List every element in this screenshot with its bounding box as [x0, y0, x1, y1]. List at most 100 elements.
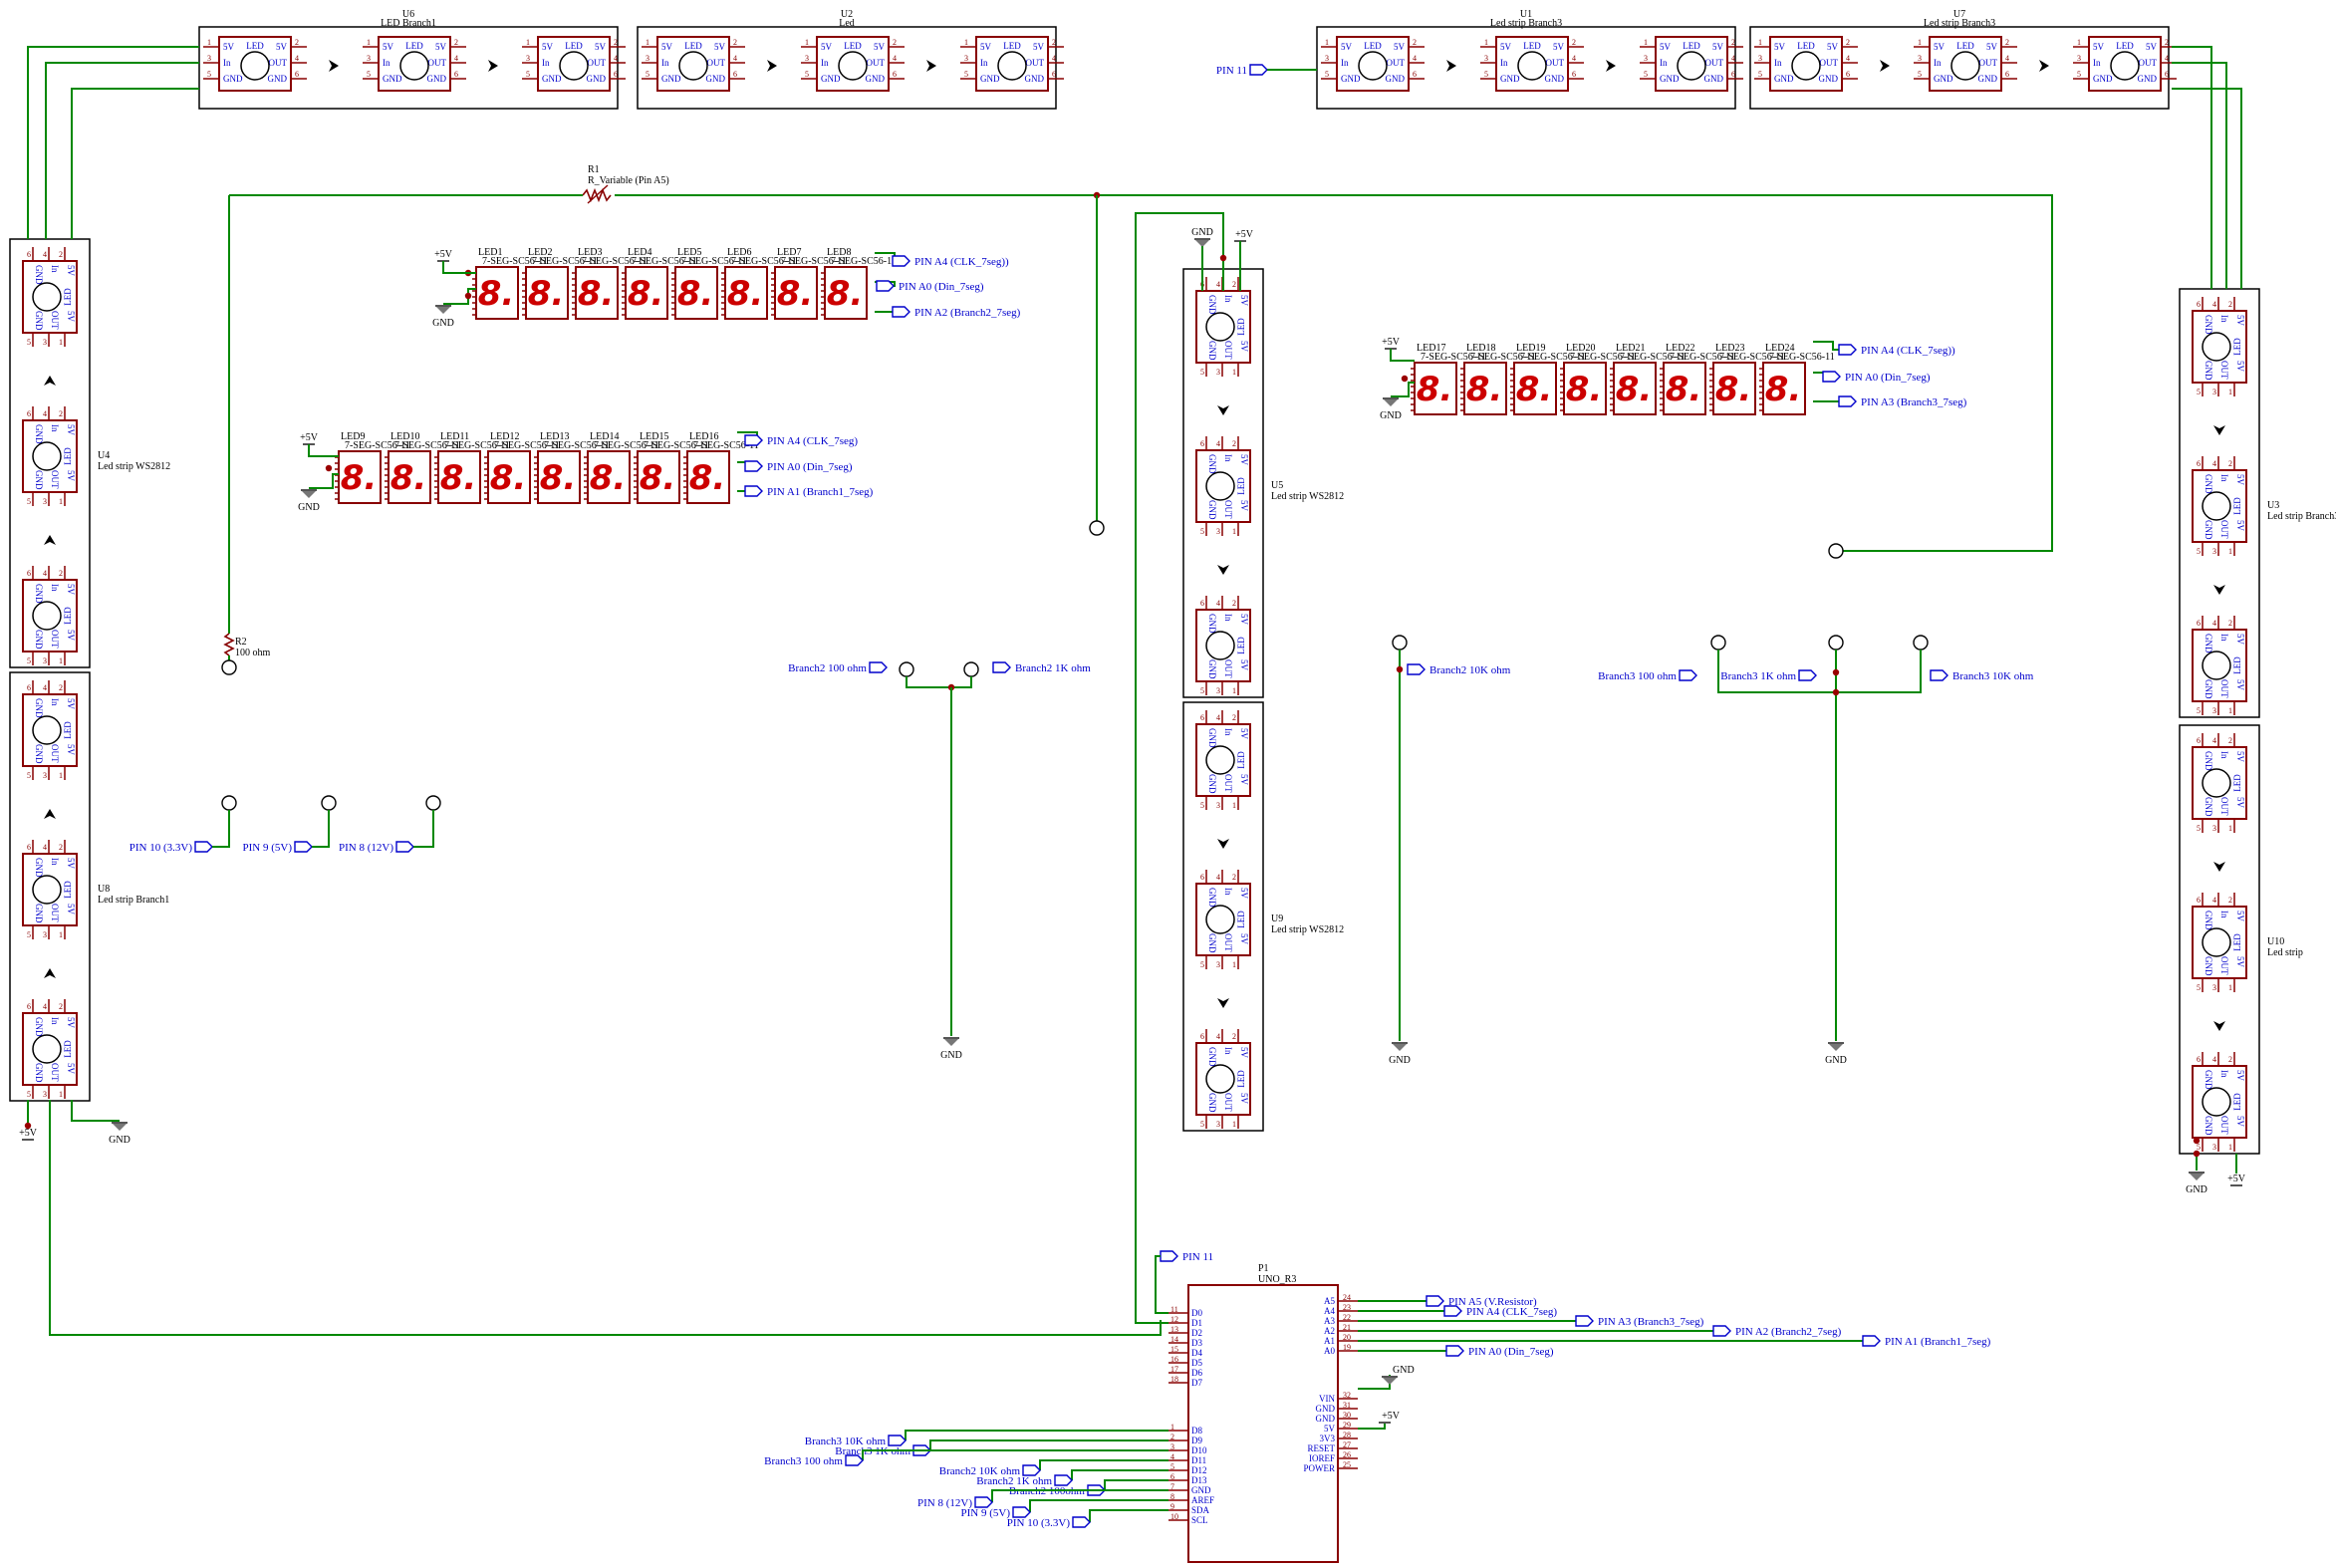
wire [991, 1489, 1168, 1502]
pin-number: 5 [1200, 527, 1204, 536]
pin-name-bottom: GND [34, 744, 44, 764]
net-flag-icon [876, 280, 895, 292]
pin-number: 3 [2212, 1143, 2216, 1152]
variable-arrow-icon [587, 184, 609, 204]
terminal-pad[interactable] [1913, 635, 1929, 651]
strip-value-u9: Led strip WS2812 [1271, 924, 1344, 935]
seven-seg-body [824, 266, 868, 320]
wire [308, 444, 339, 457]
pin-name-bottom: OUT [50, 630, 60, 649]
terminal-pad[interactable] [425, 795, 441, 811]
ground-label: GND [1380, 410, 1402, 421]
net-pin11-text: PIN 11 [1216, 65, 1247, 77]
net-flag-icon [395, 841, 414, 853]
terminal-pad[interactable] [321, 795, 337, 811]
wire [1029, 1499, 1168, 1512]
net-pin11-arduino-text: PIN 11 [1182, 1251, 1213, 1263]
pin-number: 2 [59, 250, 63, 259]
arduino-value: UNO_R3 [1258, 1274, 1296, 1285]
pin-number: 6 [1413, 70, 1417, 79]
pin-name-bottom: OUT [2219, 956, 2229, 975]
pin-name-top: 5V [1239, 728, 1249, 740]
pin-number: 5 [964, 70, 968, 79]
wire [2172, 46, 2212, 289]
seg-label-text: PIN A4 (CLK_7seg)) [914, 256, 1009, 268]
pin-name-bottom: GND [2204, 956, 2213, 976]
net-flag-icon [1838, 395, 1857, 407]
seven-seg-body [587, 450, 631, 504]
terminal-pad[interactable] [1089, 520, 1105, 536]
net-flag-icon [294, 841, 313, 853]
led-lens-icon [997, 51, 1027, 81]
pin-name-left: GND [661, 74, 681, 84]
seg-label: PIN A1 (Branch1_7seg) [744, 485, 874, 498]
ground-symbol: GND [109, 1122, 130, 1146]
terminal-pad[interactable] [1828, 543, 1844, 559]
pin-name-top: GND [2204, 474, 2213, 494]
pin-number: 3 [2212, 388, 2216, 396]
junction-dot [2193, 1137, 2201, 1145]
wire [442, 261, 476, 274]
pin-name-right: OUT [1387, 58, 1406, 68]
ground-icon [302, 491, 316, 498]
wire [1089, 1509, 1168, 1522]
terminal-pad[interactable] [1392, 635, 1408, 651]
terminal-pad[interactable] [963, 661, 979, 677]
pin-name-top: 5V [1239, 295, 1249, 307]
pin-number: 3 [1216, 686, 1220, 695]
chain-arrow-icon [926, 60, 936, 72]
pin-number: 6 [2197, 300, 2201, 309]
net-flag-icon [1862, 1335, 1881, 1347]
pin-name-left: GND [383, 74, 402, 84]
pin-name-top: GND [34, 424, 44, 444]
pin-number: 1 [1232, 960, 1236, 969]
pin-name-left: 5V [980, 42, 992, 52]
seven-seg-body [1613, 362, 1657, 415]
pin-name-top: 5V [66, 698, 76, 710]
pin-name-top: GND [1207, 295, 1217, 315]
pin-number: 1 [59, 497, 63, 506]
arduino-label-left: Branch2 10K ohm [939, 1464, 1041, 1477]
pin-number: 1 [805, 38, 809, 47]
pin-number: 4 [1216, 599, 1220, 608]
pin-name-top: 5V [1239, 888, 1249, 900]
pin-name-bottom: 5V [1239, 659, 1249, 671]
net-b2-1k: Branch2 1K ohm [992, 661, 1091, 674]
pin-name-right: GND [1978, 74, 1998, 84]
net-b2-10k: Branch2 10K ohm [1407, 663, 1511, 676]
pin-name-bottom: 5V [1239, 341, 1249, 353]
pin-number: 5 [2197, 1143, 2201, 1152]
seg-label: PIN A0 (Din_7seg) [876, 280, 984, 293]
pin-number: 3 [43, 930, 47, 939]
seven-seg-digit: 8. [390, 458, 427, 498]
pin-number: 4 [2212, 1055, 2216, 1064]
pin-name-right: 5V [1033, 42, 1045, 52]
arduino-body [1187, 1284, 1339, 1563]
net-flag-icon [1012, 1506, 1031, 1518]
arduino-pin-name: D0 [1191, 1308, 1202, 1318]
seven-seg-body [575, 266, 619, 320]
terminal-pad[interactable] [899, 661, 914, 677]
vcc-symbol: +5V [1382, 337, 1401, 350]
led-chip-label: LED [63, 1040, 73, 1058]
terminal-pad[interactable] [1710, 635, 1726, 651]
led-strip-frame-u6 [198, 26, 619, 110]
seven-seg-ref: LED20 [1566, 343, 1595, 354]
terminal-pad[interactable] [221, 659, 237, 675]
arduino-pin-name: 5V [1324, 1424, 1336, 1434]
pin-name-right: 5V [276, 42, 288, 52]
terminal-pad[interactable] [1828, 635, 1844, 651]
strip-value-u10: Led strip [2267, 947, 2303, 958]
arduino-label-left: PIN 8 (12V) [917, 1496, 993, 1509]
pin-number: 5 [2197, 983, 2201, 992]
wire [1155, 1255, 1168, 1314]
seven-seg-body [525, 266, 569, 320]
pin-number: 5 [27, 771, 31, 780]
led-lens-icon [2202, 651, 2231, 680]
arduino-pin-number: 22 [1343, 1313, 1351, 1322]
terminal-pad[interactable] [221, 795, 237, 811]
